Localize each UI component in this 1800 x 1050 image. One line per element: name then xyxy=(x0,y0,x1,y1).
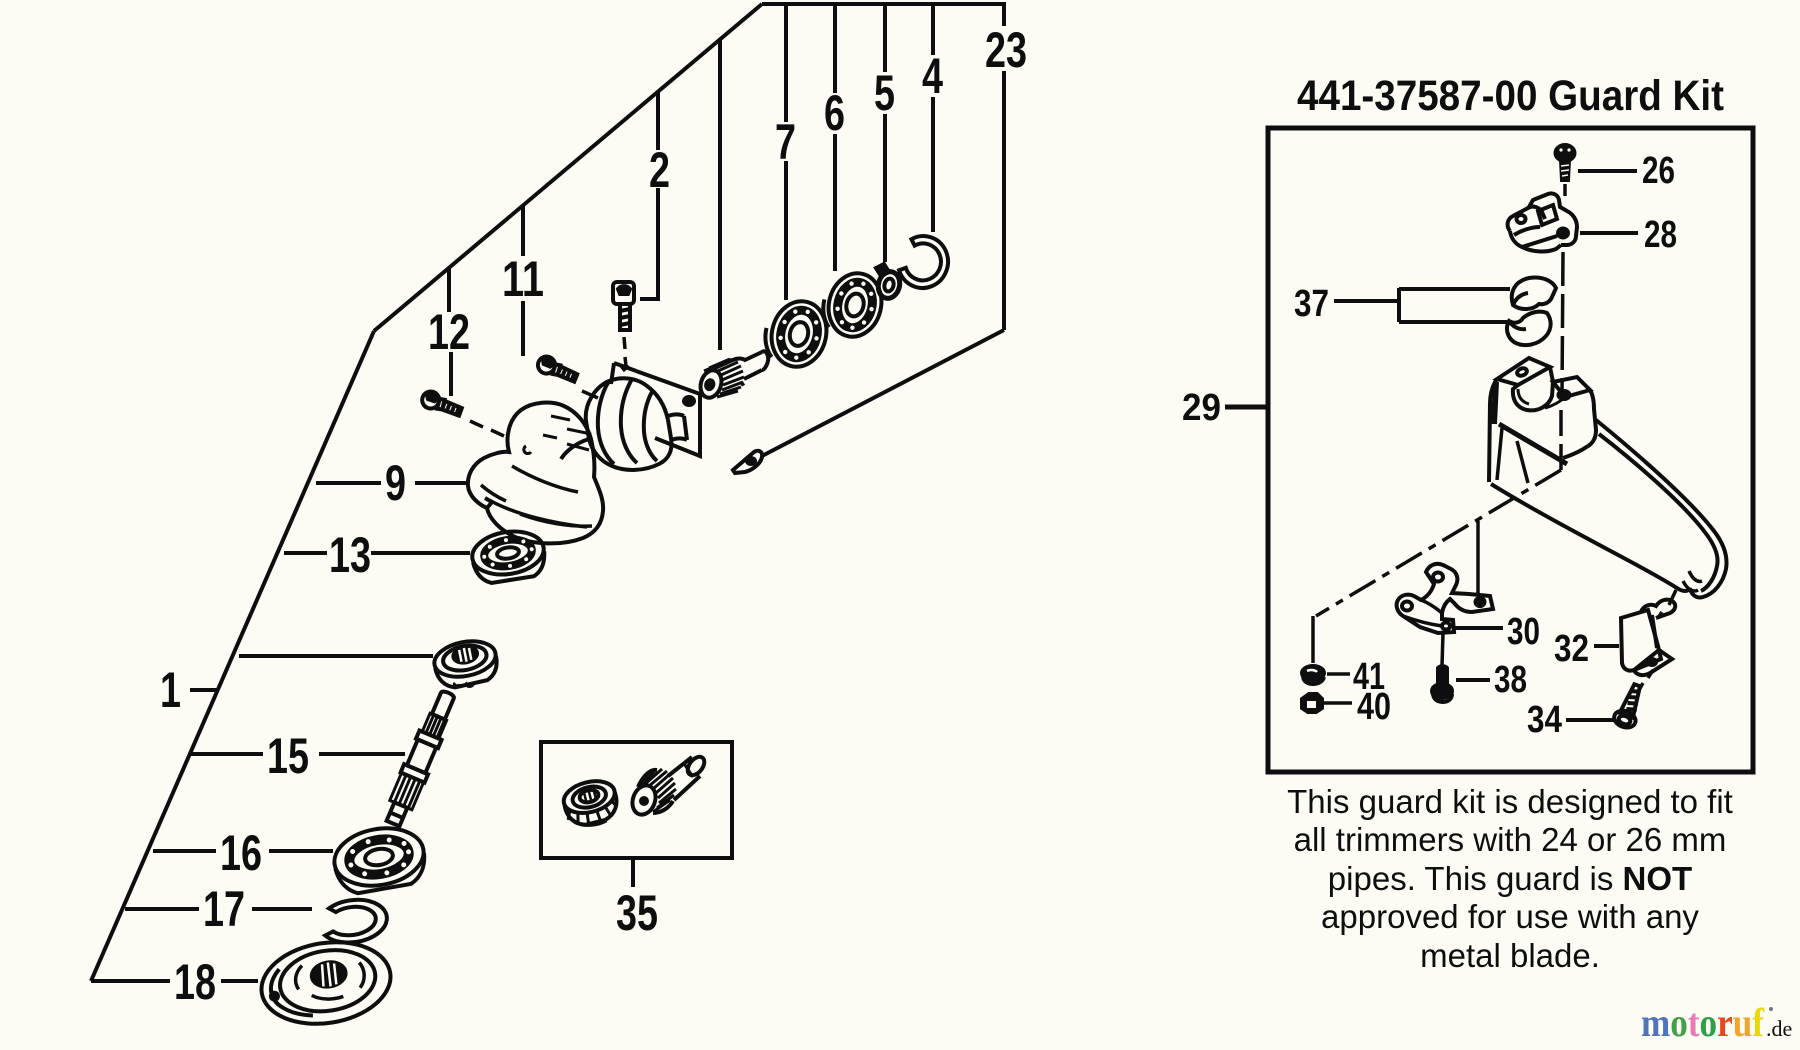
svg-text:38: 38 xyxy=(1494,659,1527,701)
svg-text:40: 40 xyxy=(1357,686,1391,728)
svg-text:12: 12 xyxy=(428,304,470,360)
svg-text:41: 41 xyxy=(1353,656,1385,698)
svg-text:18: 18 xyxy=(174,954,216,1010)
svg-text:28: 28 xyxy=(1644,214,1677,256)
svg-text:441-37587-00 Guard Kit: 441-37587-00 Guard Kit xyxy=(1297,72,1724,120)
svg-text:.de: .de xyxy=(1766,1016,1792,1041)
svg-text:26: 26 xyxy=(1642,150,1675,192)
svg-text:13: 13 xyxy=(329,527,371,583)
svg-text:4: 4 xyxy=(922,48,943,104)
svg-text:35: 35 xyxy=(616,885,658,941)
svg-text:This guard kit is designed to: This guard kit is designed to fit xyxy=(1287,783,1733,820)
svg-text:11: 11 xyxy=(502,251,544,307)
svg-text:motoruf: motoruf xyxy=(1641,1000,1765,1045)
svg-text:2: 2 xyxy=(649,142,670,198)
svg-text:all trimmers with 24 or 26 mm: all trimmers with 24 or 26 mm xyxy=(1294,821,1727,858)
svg-text:metal blade.: metal blade. xyxy=(1420,937,1600,974)
svg-text:7: 7 xyxy=(775,114,796,170)
svg-text:9: 9 xyxy=(385,455,406,511)
svg-text:32: 32 xyxy=(1554,628,1589,670)
svg-text:5: 5 xyxy=(874,65,895,121)
svg-text:pipes. This guard is NOT: pipes. This guard is NOT xyxy=(1328,860,1692,897)
svg-text:6: 6 xyxy=(824,85,845,141)
svg-text:1: 1 xyxy=(160,662,181,718)
svg-text:30: 30 xyxy=(1507,611,1540,653)
svg-text:37: 37 xyxy=(1294,283,1329,325)
svg-text:16: 16 xyxy=(220,825,262,881)
svg-text:29: 29 xyxy=(1182,387,1221,429)
svg-text:34: 34 xyxy=(1527,699,1562,741)
svg-text:approved for use with any: approved for use with any xyxy=(1321,898,1699,935)
svg-text:15: 15 xyxy=(267,728,309,784)
svg-text:17: 17 xyxy=(203,881,245,937)
svg-text:23: 23 xyxy=(985,22,1027,78)
